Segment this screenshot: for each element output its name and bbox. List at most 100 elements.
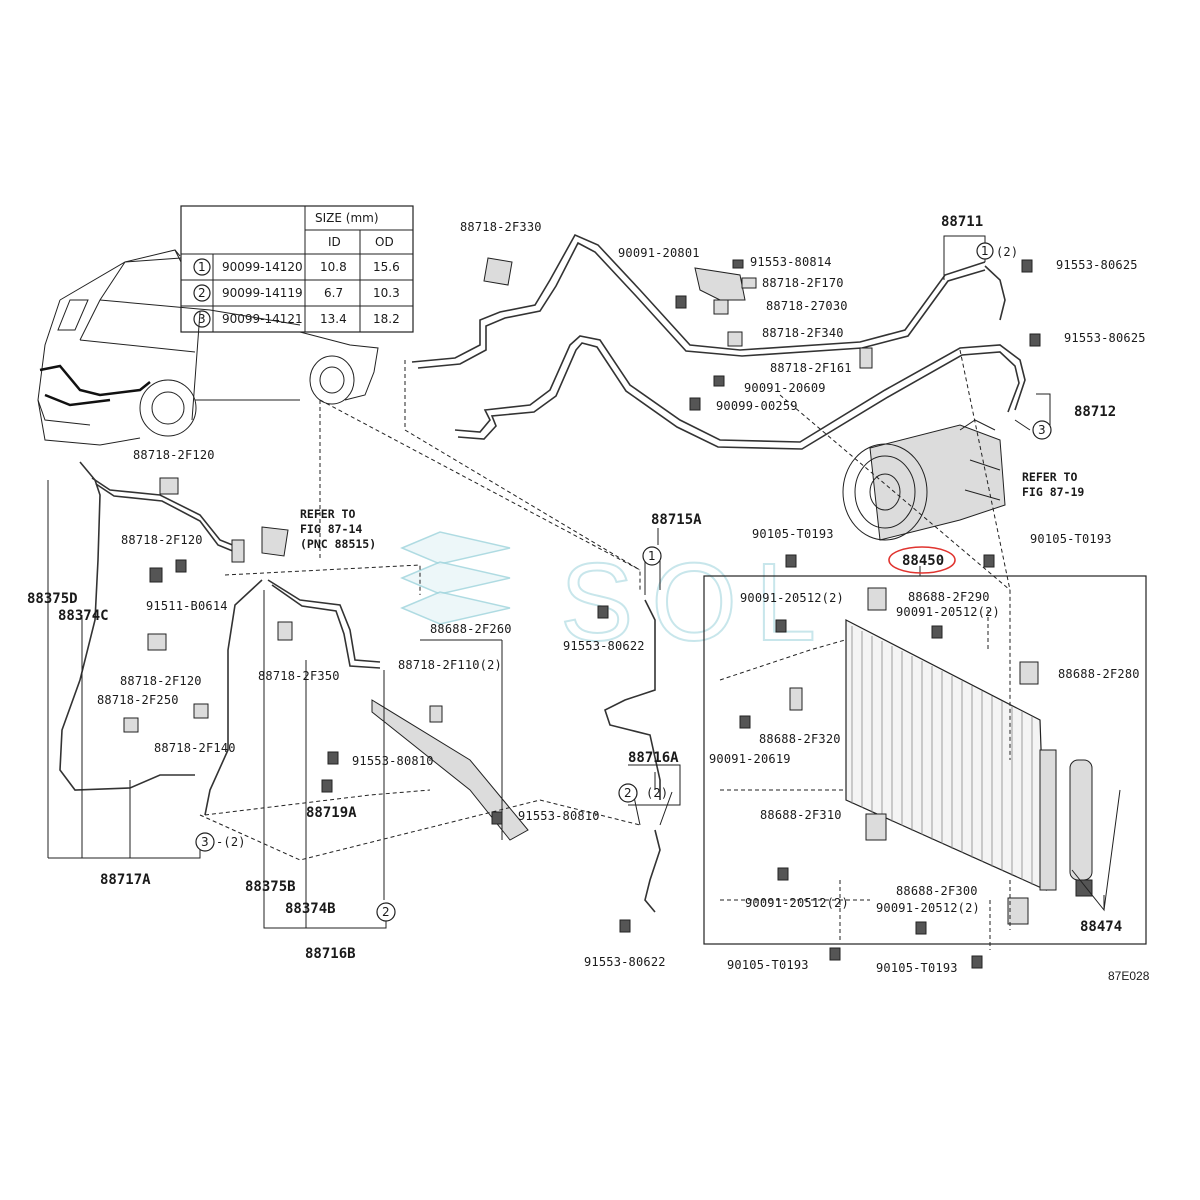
label-88719A: 88719A — [306, 805, 357, 821]
bolt-91553-80625-a — [1021, 259, 1033, 273]
bolt-90105-T0193-b — [983, 554, 995, 568]
label-90105-T0193-a: 90105-T0193 — [752, 527, 834, 541]
bolt-91553-80622-a — [597, 605, 609, 619]
callout-2-mid: 2 — [382, 905, 390, 919]
bracket-88688-2F260 — [371, 699, 529, 841]
label-88712: 88712 — [1074, 404, 1116, 420]
label-88718-2F140: 88718-2F140 — [154, 741, 236, 755]
bolt-88718-2F120-b — [149, 567, 163, 583]
label-88718-2F340: 88718-2F340 — [762, 326, 844, 340]
size-table: SIZE (mm) ID OD 1 90099-14120 10.8 15.6 … — [180, 205, 414, 333]
compressor — [842, 419, 1006, 541]
label-90091-20512-c: 90091-20512(2) — [745, 896, 849, 910]
size-row-3-num: 3 — [198, 312, 206, 326]
label-91553-80814: 91553-80814 — [750, 255, 832, 269]
pipe-88716B — [204, 579, 381, 816]
label-88718-2F110: 88718-2F110(2) — [398, 658, 502, 672]
label-88688-2F310: 88688-2F310 — [760, 808, 842, 822]
label-91553-80810-b: 91553-80810 — [518, 809, 600, 823]
bolt-90091-20512-c — [777, 867, 789, 881]
van-illustration — [37, 249, 379, 446]
label-88375B: 88375B — [245, 879, 296, 895]
refer-87-19-line2: FIG 87-19 — [1022, 485, 1084, 499]
label-88718-2F161: 88718-2F161 — [770, 361, 852, 375]
size-row-1-part: 90099-14120 — [222, 260, 303, 274]
label-90105-T0193-b: 90105-T0193 — [1030, 532, 1112, 546]
refer-87-14-line2: FIG 87-14 — [300, 522, 362, 536]
label-91553-80625-b: 91553-80625 — [1064, 331, 1146, 345]
label-88688-2F290: 88688-2F290 — [908, 590, 990, 604]
size-table-col-od: OD — [375, 235, 394, 249]
bracket-88688-2F320 — [789, 687, 803, 711]
part-88718-2F340 — [727, 331, 743, 347]
label-90105-T0193-c: 90105-T0193 — [727, 958, 809, 972]
label-90091-20512-d: 90091-20512(2) — [876, 901, 980, 915]
bolt-90105-T0193-c — [829, 947, 841, 961]
condenser-box — [703, 575, 1147, 945]
bolt-90091-20512-a — [775, 619, 787, 633]
part-88718-2F120-a — [159, 477, 179, 495]
size-row-2-part: 90099-14119 — [222, 286, 303, 300]
label-90091-20801: 90091-20801 — [618, 246, 700, 260]
bolt-90105-T0193-a — [785, 554, 797, 568]
part-labels: 88718-2F330 90091-20801 91553-80814 8871… — [27, 214, 1146, 975]
label-91553-80810-a: 91553-80810 — [352, 754, 434, 768]
expansion-valve — [261, 526, 289, 557]
bracket-90091-20801 — [694, 267, 746, 301]
part-88718-2F140 — [123, 717, 139, 733]
part-88718-2F120-b — [231, 539, 245, 563]
label-88718-2F170: 88718-2F170 — [762, 276, 844, 290]
refer-87-19-line1: REFER TO — [1022, 470, 1077, 484]
label-88374C: 88374C — [58, 608, 109, 624]
pipe-88375D — [59, 461, 241, 791]
label-90091-20512-b: 90091-20512(2) — [896, 605, 1000, 619]
label-88375D: 88375D — [27, 591, 78, 607]
size-table-title: SIZE (mm) — [315, 211, 379, 225]
label-88718-2F330: 88718-2F330 — [460, 220, 542, 234]
watermark-text: SOL — [560, 541, 834, 664]
part-88718-2F250 — [193, 703, 209, 719]
label-91553-80625-a: 91553-80625 — [1056, 258, 1138, 272]
pipe-88715A — [604, 599, 661, 800]
label-88688-2F280: 88688-2F280 — [1058, 667, 1140, 681]
size-row-2-id: 6.7 — [324, 286, 343, 300]
part-88718-2F350 — [277, 621, 293, 641]
callout-1-top: 1 — [981, 244, 989, 258]
label-90105-T0193-d: 90105-T0193 — [876, 961, 958, 975]
refer-87-14-line1: REFER TO — [300, 507, 355, 521]
bolt-90091-20609 — [713, 375, 725, 387]
size-row-3-id: 13.4 — [320, 312, 347, 326]
part-88718-2F110 — [429, 705, 443, 723]
label-88718-2F120-b: 88718-2F120 — [121, 533, 203, 547]
pipe-88716A — [644, 829, 661, 913]
label-88718-27030: 88718-27030 — [766, 299, 848, 313]
bolt-90091-20512-b — [931, 625, 943, 639]
pipe-88711 — [411, 233, 1006, 369]
bolt-91511-B0614 — [175, 559, 187, 573]
size-row-1-od: 15.6 — [373, 260, 400, 274]
part-88718-2F170 — [741, 277, 757, 289]
bolt-91553-80814 — [732, 259, 744, 269]
bracket-88688-2F310 — [865, 813, 887, 841]
label-90099-00259: 90099-00259 — [716, 399, 798, 413]
part-88718-27030 — [713, 299, 729, 315]
bolt-90099-00259 — [689, 397, 701, 411]
bolt-91553-80625-b — [1029, 333, 1041, 347]
label-c2-2: (2) — [646, 786, 668, 800]
label-91553-80622-b: 91553-80622 — [584, 955, 666, 969]
watermark: SOL — [400, 531, 834, 665]
bracket-88688-2F290 — [867, 587, 887, 611]
bolt-90105-T0193-d — [971, 955, 983, 969]
callout-2-center: 2 — [624, 786, 632, 800]
label-88716B: 88716B — [305, 946, 356, 962]
label-88688-2F320: 88688-2F320 — [759, 732, 841, 746]
label-88717A: 88717A — [100, 872, 151, 888]
bracket-88688-2F280 — [1019, 661, 1039, 685]
label-88450: 88450 — [902, 553, 944, 569]
size-row-2-num: 2 — [198, 286, 206, 300]
part-88718-2F161 — [859, 347, 873, 369]
highlight-88450 — [888, 546, 956, 574]
label-88688-2F300: 88688-2F300 — [896, 884, 978, 898]
size-row-3-od: 18.2 — [373, 312, 400, 326]
